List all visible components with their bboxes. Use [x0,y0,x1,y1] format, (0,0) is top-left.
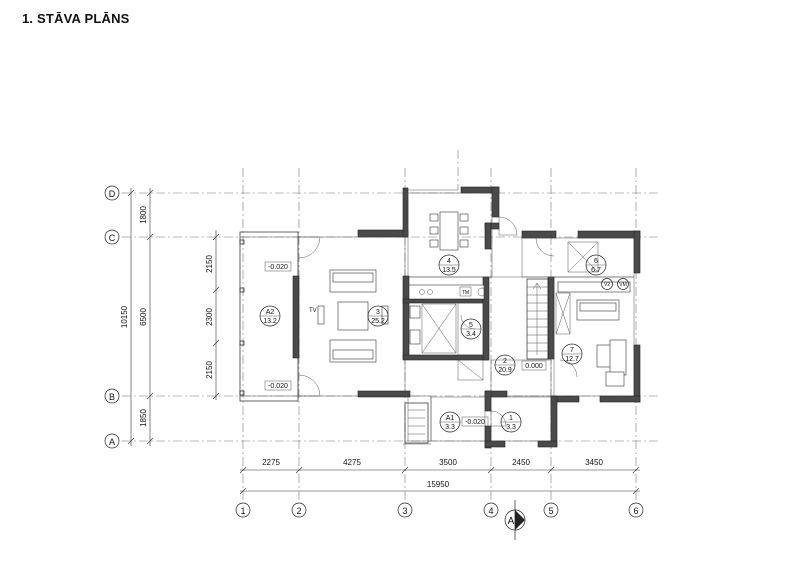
dim-2150-bottom: 2150 [205,361,214,379]
vertical-dimension-chain: 1800 1850 6500 10150 2150 2300 2150 [120,188,220,446]
room-tag-3: 3 25.2 [367,305,389,327]
room-id-3: 3 [376,309,380,316]
room-tag-1: 1 3.3 [500,411,522,433]
room-area-3: 25.2 [371,318,385,325]
dim-2150-top: 2150 [205,255,214,273]
row-axis-label-c: C [109,233,116,243]
row-axis-b: B [104,388,120,404]
furniture [317,211,631,387]
column-axis-label-1: 1 [240,506,245,516]
room-area-5: 3.4 [466,331,476,338]
dim-total-10150: 10150 [120,305,129,328]
label-v2: V2 [604,282,610,288]
room-area-2: 20.9 [498,367,512,374]
dim-1850: 1850 [139,409,148,427]
dim-3500: 3500 [439,458,457,467]
level-hall: 0.000 [525,363,543,370]
dim-1800: 1800 [139,206,148,224]
row-axis-label-d: D [109,189,116,199]
level-terrace-top: -0.020 [268,264,288,271]
section-mark: A [504,500,526,540]
room-tag-7: 7 12.7 [561,343,583,365]
room-area-6: 6.7 [591,267,601,274]
room-tag-5: 5 3.4 [460,318,482,340]
room-id-7: 7 [570,347,574,354]
room-id-5: 5 [469,322,473,329]
label-tv: TV [309,308,317,314]
label-tm: TM [462,290,469,296]
room-area-a1: 3.3 [445,424,455,431]
level-entrance: -0.020 [465,419,485,426]
room-area-7: 12.7 [565,356,579,363]
room-tag-2: 2 20.9 [494,354,516,376]
staircase [526,278,549,360]
walls [292,186,641,449]
dim-6500: 6500 [139,308,148,326]
level-marks: -0.020 -0.020 0.000 -0.020 [264,261,547,427]
room-id-6: 6 [594,258,598,265]
room-area-1: 3.3 [506,424,516,431]
terrace-outline [239,231,299,402]
room-id-1: 1 [509,415,513,422]
room-tag-a1: A1 3.3 [439,411,461,433]
room-tag-6: 6 6.7 [585,254,607,276]
room-id-a1: A1 [446,415,455,422]
column-axis-label-4: 4 [488,506,493,516]
level-terrace-bottom: -0.020 [268,383,288,390]
room-id-2: 2 [503,358,507,365]
label-vm: VM [619,282,627,288]
column-axes: 1 2 3 4 5 6 [235,502,644,518]
column-axis-label-3: 3 [402,506,407,516]
row-axis-a: A [104,433,120,449]
grid-lines [122,150,660,500]
room-tag-4: 4 13.5 [438,254,460,276]
interior-outlines [297,189,635,445]
dim-total-15950: 15950 [427,480,450,489]
dim-3450: 3450 [585,458,603,467]
row-axis-c: C [104,229,120,245]
equipment-labels: TV TM V2 VM [309,278,629,314]
row-axis-label-a: A [109,437,115,447]
room-id-a2: A2 [266,309,275,316]
room-area-4: 13.5 [442,267,456,274]
room-tag-a2: A2 13.2 [259,305,281,327]
room-id-4: 4 [447,258,451,265]
row-axis-d: D [104,185,120,201]
column-axis-label-5: 5 [548,506,553,516]
entrance-steps [404,402,429,444]
page-title: 1. STĀVA PLĀNS [22,11,130,26]
dim-2450: 2450 [512,458,530,467]
dim-2275: 2275 [262,458,280,467]
column-axis-label-2: 2 [296,506,301,516]
row-axis-label-b: B [109,392,115,402]
dim-2300: 2300 [205,308,214,326]
horizontal-dimension-chain: 2275 4275 3500 2450 3450 15950 [239,458,640,495]
column-axis-label-6: 6 [633,506,638,516]
room-area-a2: 13.2 [263,318,277,325]
section-label: A [508,516,515,527]
dim-4275: 4275 [343,458,361,467]
